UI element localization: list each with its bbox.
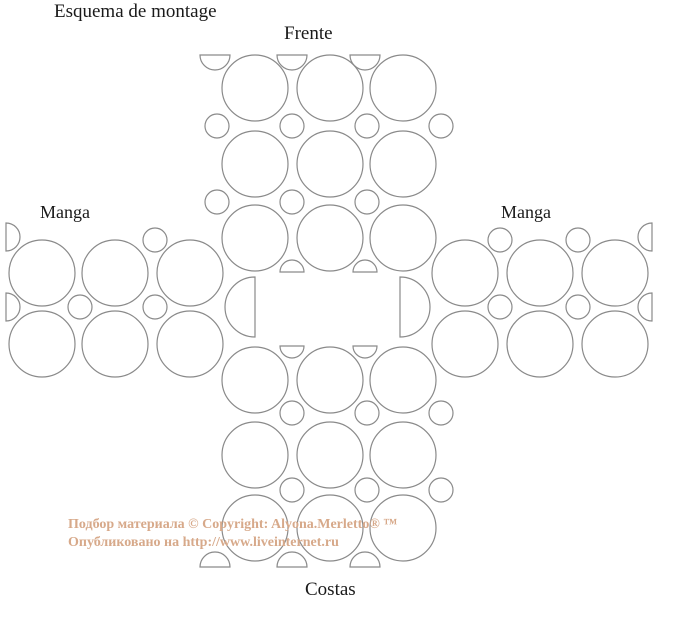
large-motif	[369, 204, 437, 272]
small-motif	[279, 400, 305, 426]
half-motif	[279, 345, 305, 359]
large-motif	[369, 130, 437, 198]
large-motif	[221, 130, 289, 198]
small-motif	[204, 189, 230, 215]
neck-half-motif	[224, 276, 256, 338]
large-motif	[156, 239, 224, 307]
large-motif	[296, 421, 364, 489]
large-motif	[506, 239, 574, 307]
large-motif	[81, 310, 149, 378]
half-motif	[279, 259, 305, 273]
large-motif	[369, 421, 437, 489]
small-motif	[204, 113, 230, 139]
half-motif	[199, 54, 231, 71]
small-motif	[279, 113, 305, 139]
large-motif	[296, 494, 364, 562]
small-motif	[354, 113, 380, 139]
large-motif	[8, 239, 76, 307]
small-motif	[67, 294, 93, 320]
half-motif	[352, 345, 378, 359]
large-motif	[221, 204, 289, 272]
half-motif	[5, 292, 21, 322]
small-motif	[279, 189, 305, 215]
large-motif	[81, 239, 149, 307]
large-motif	[221, 346, 289, 414]
diagram-title: Esquema de montage	[54, 1, 217, 22]
large-motif	[221, 54, 289, 122]
half-motif	[637, 222, 653, 252]
large-motif	[369, 346, 437, 414]
half-motif	[276, 551, 308, 568]
large-motif	[8, 310, 76, 378]
small-motif	[354, 189, 380, 215]
large-motif	[431, 239, 499, 307]
small-motif	[428, 400, 454, 426]
half-motif	[637, 292, 653, 322]
half-motif	[5, 222, 21, 252]
small-motif	[428, 113, 454, 139]
half-motif	[349, 54, 381, 71]
small-motif	[565, 227, 591, 253]
watermark-copyright: Подбор материала © Copyright: Alyona.Mer…	[68, 517, 398, 532]
large-motif	[296, 54, 364, 122]
large-motif	[296, 204, 364, 272]
left-sleeve-label: Manga	[40, 202, 90, 222]
large-motif	[431, 310, 499, 378]
large-motif	[581, 310, 649, 378]
front-label: Frente	[284, 23, 333, 44]
large-motif	[296, 346, 364, 414]
large-motif	[296, 130, 364, 198]
large-motif	[221, 421, 289, 489]
large-motif	[369, 54, 437, 122]
small-motif	[279, 477, 305, 503]
small-motif	[142, 294, 168, 320]
half-motif	[199, 551, 231, 568]
watermark-published: Опубликовано на http://www.liveinternet.…	[68, 535, 339, 550]
small-motif	[428, 477, 454, 503]
right-sleeve-label: Manga	[501, 202, 551, 222]
neck-half-motif	[399, 276, 431, 338]
back-label: Costas	[305, 579, 356, 600]
large-motif	[581, 239, 649, 307]
large-motif	[506, 310, 574, 378]
half-motif	[352, 259, 378, 273]
small-motif	[565, 294, 591, 320]
small-motif	[354, 400, 380, 426]
small-motif	[487, 227, 513, 253]
large-motif	[369, 494, 437, 562]
large-motif	[221, 494, 289, 562]
small-motif	[354, 477, 380, 503]
large-motif	[156, 310, 224, 378]
half-motif	[349, 551, 381, 568]
small-motif	[487, 294, 513, 320]
small-motif	[142, 227, 168, 253]
half-motif	[276, 54, 308, 71]
